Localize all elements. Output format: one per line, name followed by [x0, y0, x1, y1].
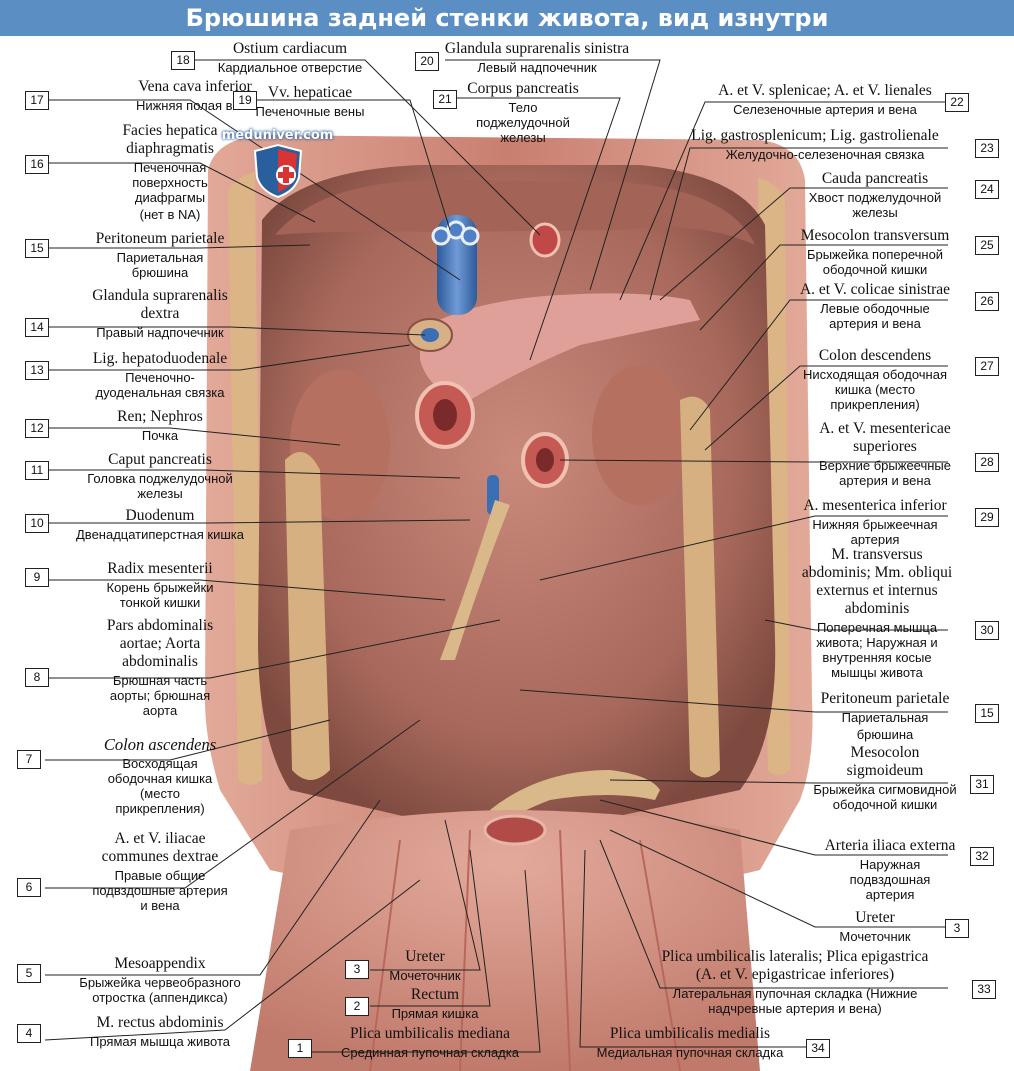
watermark-logo[interactable]: meduniver.com [215, 128, 340, 204]
badge-20: 20 [415, 52, 439, 71]
badge-4: 4 [17, 1024, 41, 1043]
badge-14: 14 [25, 318, 49, 337]
badge-25: 25 [975, 236, 999, 255]
badge-34: 34 [806, 1039, 830, 1058]
badge-7: 7 [17, 750, 41, 769]
badge-24: 24 [975, 180, 999, 199]
badge-3-right: 3 [945, 919, 969, 938]
label-33: Plica umbilicalis lateralis; Plica epiga… [661, 948, 929, 1016]
badge-31: 31 [970, 775, 994, 794]
rectum [483, 814, 547, 846]
badge-15-left: 15 [25, 239, 49, 258]
badge-21: 21 [433, 90, 457, 109]
pancreas [420, 293, 700, 400]
descending-colon-attachment [680, 396, 720, 778]
badge-28: 28 [975, 453, 999, 472]
leader-lines [44, 59, 948, 1053]
badge-6: 6 [17, 878, 41, 897]
label-23: Lig. gastrosplenicum; Lig. gastrolienale… [691, 127, 939, 162]
badge-17: 17 [25, 91, 49, 110]
badge-3-center: 3 [345, 960, 369, 979]
ascending-colon-attachment [285, 452, 330, 780]
diaphragm-surface [275, 180, 755, 245]
badge-18: 18 [171, 51, 195, 70]
shield-icon [253, 143, 302, 199]
sigmoid-mesocolon [490, 770, 660, 830]
badge-19: 19 [233, 91, 257, 110]
label-16: Facies hepatica diaphragmatis Печеночная… [122, 122, 218, 222]
badge-9: 9 [25, 568, 49, 587]
badge-15-right: 15 [975, 704, 999, 723]
badge-13: 13 [25, 361, 49, 380]
badge-30: 30 [975, 621, 999, 640]
badge-8: 8 [25, 668, 49, 687]
watermark-text[interactable]: meduniver.com [221, 128, 334, 143]
badge-16: 16 [25, 155, 49, 174]
label-30: M. transversus abdominis; Mm. obliqui ex… [801, 546, 953, 680]
badge-22: 22 [945, 93, 969, 112]
badge-29: 29 [975, 508, 999, 527]
badge-12: 12 [25, 419, 49, 438]
page-title: Брюшина задней стенки живота, вид изнутр… [0, 0, 1014, 36]
badge-10: 10 [25, 514, 49, 533]
badge-1: 1 [288, 1039, 312, 1058]
badge-5: 5 [17, 964, 41, 983]
right-lateral-fat [228, 172, 262, 785]
label-8: Pars abdominalis aortae; Aorta abdominal… [106, 617, 214, 718]
badge-33: 33 [972, 980, 996, 999]
badge-26: 26 [975, 292, 999, 311]
badge-2: 2 [345, 997, 369, 1016]
cardiac-ostium [529, 222, 561, 258]
left-kidney [592, 365, 688, 505]
badge-27: 27 [975, 357, 999, 376]
badge-11: 11 [25, 461, 49, 480]
mesentery-root [440, 500, 510, 660]
badge-32: 32 [970, 847, 994, 866]
badge-23: 23 [975, 139, 999, 158]
